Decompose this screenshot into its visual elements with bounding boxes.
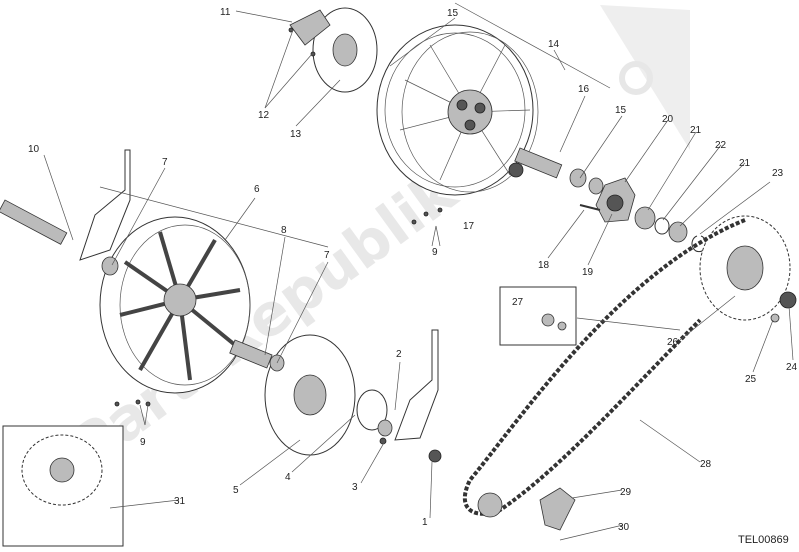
callout-3: 3 <box>352 482 358 493</box>
front-wheel <box>99 216 251 394</box>
rear-axle-spacers <box>508 147 604 195</box>
bearing-set <box>634 206 707 253</box>
callout-5: 5 <box>233 485 239 496</box>
brake-caliper-bracket <box>289 9 331 46</box>
chain-guide <box>539 487 576 531</box>
callout-20: 20 <box>662 114 674 125</box>
callout-7a: 7 <box>162 157 168 168</box>
callout-9a: 9 <box>432 247 438 258</box>
callout-4: 4 <box>285 472 291 483</box>
callout-27: 27 <box>512 297 524 308</box>
callout-25: 25 <box>745 374 757 385</box>
front-brake-disc <box>264 334 388 456</box>
chain-link-inset <box>499 286 577 346</box>
callout-21a: 21 <box>690 125 702 136</box>
callout-24: 24 <box>786 362 798 373</box>
sprocket-flange <box>579 177 636 223</box>
callout-14: 14 <box>548 39 560 50</box>
callout-23: 23 <box>772 168 784 179</box>
callout-9b: 9 <box>140 437 146 448</box>
callout-29: 29 <box>620 487 632 498</box>
callout-26: 26 <box>667 337 679 348</box>
sprocket-cover-inset <box>2 425 124 547</box>
rear-wheel <box>376 24 539 196</box>
callout-22: 22 <box>715 140 727 151</box>
callout-16: 16 <box>578 84 590 95</box>
callout-15a: 15 <box>447 8 459 19</box>
callout-8: 8 <box>281 225 287 236</box>
rear-brake-disc <box>312 7 378 93</box>
callout-6: 6 <box>254 184 260 195</box>
callout-18: 18 <box>538 260 550 271</box>
callout-19: 19 <box>582 267 594 278</box>
callout-labels: 1 2 3 4 5 6 7 7 8 9 9 9 10 11 12 13 14 1… <box>28 7 798 533</box>
gear-watermark-icon <box>600 5 690 150</box>
drive-chain <box>462 218 746 518</box>
callout-13: 13 <box>290 129 302 140</box>
callout-28: 28 <box>700 459 712 470</box>
drawing-code: TEL00869 <box>738 534 789 546</box>
callout-12: 12 <box>258 110 270 121</box>
front-axle <box>0 199 68 245</box>
rear-sprocket <box>699 215 797 323</box>
callout-17: 17 <box>463 221 475 232</box>
fork-legs <box>79 149 439 441</box>
callout-11: 11 <box>220 7 231 18</box>
callout-15b: 15 <box>615 105 627 116</box>
callout-2: 2 <box>396 349 402 360</box>
callout-30: 30 <box>618 522 630 533</box>
callout-7b: 7 <box>324 250 330 261</box>
callout-1: 1 <box>422 517 428 528</box>
callout-21b: 21 <box>739 158 751 169</box>
callout-31: 31 <box>174 496 186 507</box>
callout-10: 10 <box>28 144 40 155</box>
leader-lines <box>43 2 794 541</box>
